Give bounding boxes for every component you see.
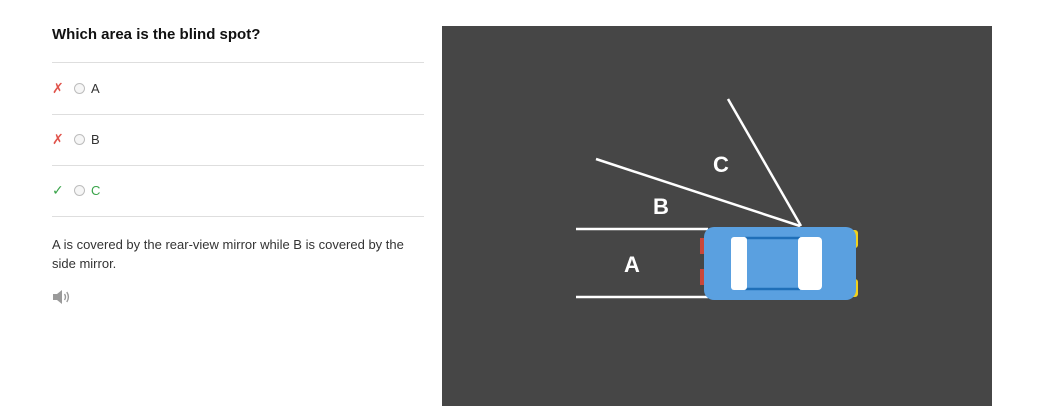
zone-b-line [595, 157, 801, 228]
wrong-mark-icon: ✗ [52, 79, 64, 96]
diagram-canvas: B A C [576, 98, 858, 300]
divider [52, 216, 424, 217]
zone-a-label: A [624, 252, 640, 277]
divider [52, 165, 424, 166]
option-label: A [91, 80, 100, 96]
explanation-text: A is covered by the rear-view mirror whi… [52, 237, 404, 271]
zone-c-line [726, 98, 803, 227]
option-c[interactable]: ✓ C [52, 178, 100, 202]
car [700, 227, 858, 300]
wrong-mark-icon: ✗ [52, 130, 64, 147]
blind-spot-diagram: B A C [442, 26, 992, 406]
radio-button[interactable] [74, 82, 85, 94]
option-a[interactable]: ✗ A [52, 76, 100, 100]
taillight [700, 238, 706, 254]
zone-b-label: B [653, 194, 669, 219]
option-label: C [91, 182, 101, 198]
speaker-icon[interactable] [52, 288, 72, 306]
radio-button[interactable] [74, 184, 85, 196]
divider [52, 62, 424, 63]
rear-window [731, 237, 747, 290]
divider [52, 114, 424, 115]
check-mark-icon: ✓ [52, 181, 64, 198]
zone-c-label: C [713, 152, 729, 177]
option-b[interactable]: ✗ B [52, 127, 100, 151]
option-label: B [91, 131, 100, 147]
taillight [700, 269, 706, 285]
radio-button[interactable] [74, 133, 85, 145]
windshield [798, 237, 822, 290]
question-text: Which area is the blind spot? [52, 26, 261, 43]
